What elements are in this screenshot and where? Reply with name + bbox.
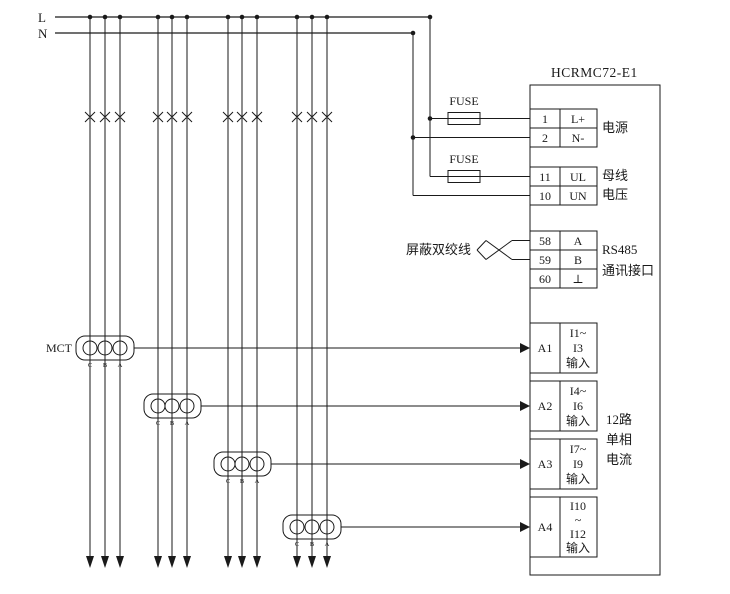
group-label-power: 电源 xyxy=(602,120,628,135)
ct-2-phase-c: C xyxy=(156,420,160,427)
group-label-current-2: 单相 xyxy=(606,432,632,447)
terminal-ground-symbol: ⊥ xyxy=(572,272,583,286)
terminal-group-voltage: 11 UL 10 UN 母线 电压 xyxy=(529,166,628,206)
terminal-label-line: I10 xyxy=(570,499,586,513)
group-label-rs485-2: 通讯接口 xyxy=(602,263,654,278)
terminal-label-line: I6 xyxy=(573,399,583,413)
group-label-voltage-2: 电压 xyxy=(602,187,628,202)
terminal-num: 11 xyxy=(539,170,551,184)
terminal-label-line: I12 xyxy=(570,527,586,541)
terminal-num: A2 xyxy=(538,399,553,413)
terminal-label-line: I7~ xyxy=(570,442,587,456)
terminal-label: UN xyxy=(569,189,587,203)
ct-4-phase-a: A xyxy=(325,541,330,548)
terminal-num: 58 xyxy=(539,234,551,248)
terminal-num: 1 xyxy=(542,112,548,126)
ct-3-phase-b: B xyxy=(240,478,245,485)
mct-label: MCT xyxy=(46,341,73,355)
terminal-label-line: 输入 xyxy=(566,471,590,486)
terminal-num: 59 xyxy=(539,253,551,267)
terminal-num: A1 xyxy=(538,341,553,355)
group-label-voltage-1: 母线 xyxy=(602,168,628,183)
terminal-label: B xyxy=(574,253,582,267)
fuse-1-label: FUSE xyxy=(449,94,478,108)
bus-l-label: L xyxy=(38,10,46,25)
terminal-label-line: I1~ xyxy=(570,326,587,340)
terminal-label: A xyxy=(574,234,583,248)
bus-n-label: N xyxy=(38,26,48,41)
ct-1-phase-c: C xyxy=(88,362,92,369)
terminal-label: L+ xyxy=(571,112,585,126)
ct-1-phase-a: A xyxy=(118,362,123,369)
terminal-label-line: ~ xyxy=(575,513,582,527)
fuse-1: FUSE xyxy=(447,94,481,125)
twisted-pair-label: 屏蔽双绞线 xyxy=(406,242,471,257)
terminal-group-power: 1 L+ 2 N- 电源 xyxy=(529,108,628,148)
ct-3: C B A xyxy=(213,451,530,485)
terminal-label: UL xyxy=(570,170,586,184)
group-label-rs485-1: RS485 xyxy=(602,242,637,257)
branch-arrow-heads xyxy=(86,556,331,568)
terminal-num: A4 xyxy=(538,520,553,534)
fuse-2-label: FUSE xyxy=(449,152,478,166)
terminal-label-line: 输入 xyxy=(566,540,590,555)
group-label-current-1: 12路 xyxy=(606,412,632,427)
device-title: HCRMC72-E1 xyxy=(551,65,638,80)
terminal-label-line: I9 xyxy=(573,457,583,471)
ct-2-phase-b: B xyxy=(170,420,175,427)
fuse-2: FUSE xyxy=(447,152,481,183)
ct-1-phase-b: B xyxy=(103,362,108,369)
terminal-label-line: I4~ xyxy=(570,384,587,398)
ct-2-phase-a: A xyxy=(185,420,190,427)
terminal-group-current: A1 I1~ I3 输入 A2 I4~ I6 输入 A3 I7~ I9 输入 A… xyxy=(529,322,632,558)
breaker-x-marks xyxy=(84,111,333,123)
ct-4-phase-b: B xyxy=(310,541,315,548)
terminal-label-line: I3 xyxy=(573,341,583,355)
supply-wiring xyxy=(412,17,530,196)
ct-4: C B A xyxy=(282,514,530,548)
ct-3-phase-a: A xyxy=(255,478,260,485)
junction-dots xyxy=(87,14,433,140)
ct-3-phase-c: C xyxy=(226,478,230,485)
ct-1: MCT C B A xyxy=(46,335,530,369)
terminal-num: 60 xyxy=(539,272,551,286)
terminal-num: A3 xyxy=(538,457,553,471)
terminal-label: N- xyxy=(572,131,585,145)
branch-circuit-lines xyxy=(89,17,328,556)
twisted-pair-symbol xyxy=(476,240,530,260)
terminal-label-line: 输入 xyxy=(566,413,590,428)
terminal-group-rs485: 58 A 59 B 60 ⊥ RS485 通讯接口 xyxy=(529,230,654,289)
ct-2: C B A xyxy=(143,393,530,427)
group-label-current-3: 电流 xyxy=(606,452,632,467)
terminal-num: 10 xyxy=(539,189,551,203)
terminal-num: 2 xyxy=(542,131,548,145)
terminal-label-line: 输入 xyxy=(566,355,590,370)
ct-4-phase-c: C xyxy=(295,541,299,548)
